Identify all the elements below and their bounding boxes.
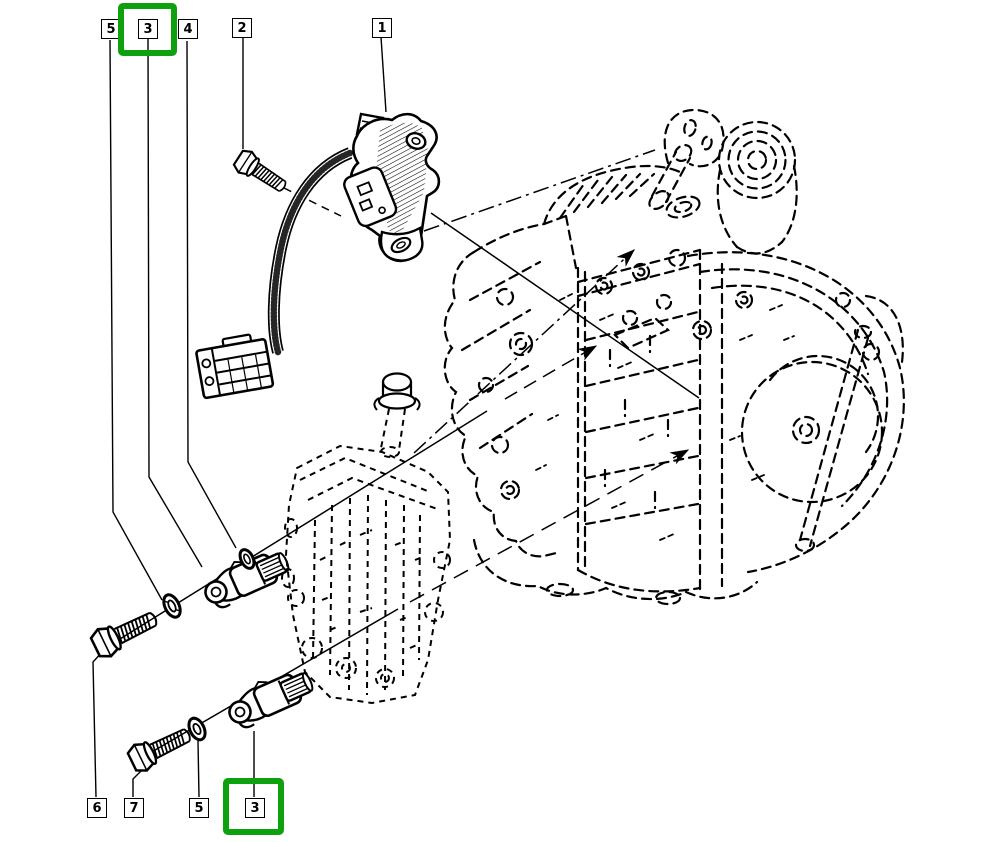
callout-bottom-6[interactable]: 6 — [87, 798, 107, 818]
callout-bottom-5[interactable]: 5 — [189, 798, 209, 818]
callout-top-1[interactable]: 1 — [372, 18, 392, 38]
callout-top-5[interactable]: 5 — [101, 19, 121, 39]
washer-part5-lower — [187, 716, 207, 742]
upper-sensor-assembly — [87, 541, 295, 662]
washer-part5-upper — [162, 593, 182, 619]
bolt-part2 — [230, 146, 292, 199]
switch-cable — [267, 147, 354, 356]
bolt-part6 — [87, 603, 164, 662]
multifunction-switch — [195, 112, 441, 400]
switch-body — [343, 112, 441, 263]
callout-top-4[interactable]: 4 — [178, 19, 198, 39]
axis-pointer-lines — [119, 149, 700, 754]
valve-body — [281, 372, 452, 705]
transmission-case — [443, 108, 905, 606]
ring-part4 — [238, 548, 256, 570]
callout-top-3[interactable]: 3 — [138, 19, 158, 39]
cable-connector — [195, 333, 275, 400]
callout-top-2[interactable]: 2 — [232, 18, 252, 38]
bolt-part7 — [124, 720, 197, 776]
lower-sensor-assembly — [124, 661, 319, 776]
callout-bottom-7[interactable]: 7 — [124, 798, 144, 818]
callout-bottom-3[interactable]: 3 — [245, 798, 265, 818]
sensor-part3-lower — [220, 661, 319, 734]
